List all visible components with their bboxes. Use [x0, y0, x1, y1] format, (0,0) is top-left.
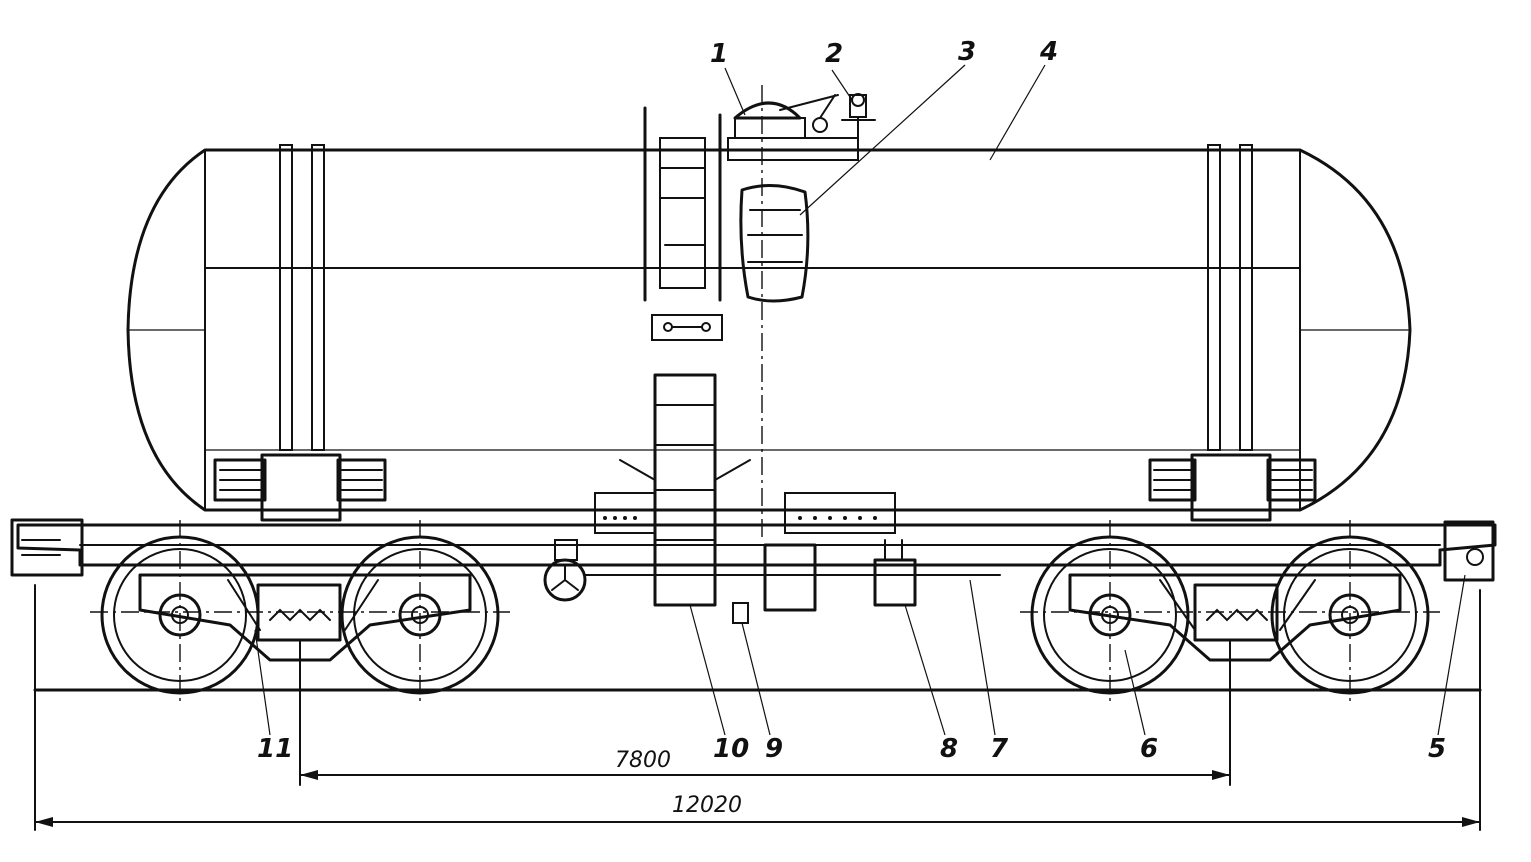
- callout-7: 7: [990, 734, 1009, 764]
- manhole-cover: [727, 94, 859, 161]
- callout-3: 3: [958, 37, 976, 67]
- callout-4: 4: [1039, 37, 1058, 67]
- tank-boiler: [126, 144, 1412, 512]
- callout-10: 10: [713, 734, 749, 764]
- top-ladder: [643, 106, 723, 341]
- lower-ladder: [619, 373, 751, 607]
- underframe: [10, 492, 1497, 582]
- callouts: 1 2 3 4 5 6 7 8 9 10 11: [257, 37, 1446, 764]
- dimension-bogie-centers: 7800: [299, 748, 1231, 780]
- brake-equipment: [543, 539, 1001, 624]
- safety-valve: [841, 93, 876, 151]
- dimension-label-7800: 7800: [615, 748, 671, 773]
- callout-2: 2: [825, 39, 843, 69]
- callout-11: 11: [257, 734, 293, 764]
- callout-8: 8: [940, 734, 958, 764]
- callout-1: 1: [710, 39, 728, 69]
- callout-9: 9: [765, 734, 783, 764]
- tank-supports: [213, 453, 1317, 522]
- callout-6: 6: [1140, 734, 1158, 764]
- dimension-label-12020: 12020: [672, 793, 742, 818]
- cutaway-view: [739, 183, 810, 303]
- leader-lines: [254, 64, 1466, 736]
- callout-5: 5: [1428, 734, 1446, 764]
- dimension-overall-length: 12020: [34, 793, 1481, 827]
